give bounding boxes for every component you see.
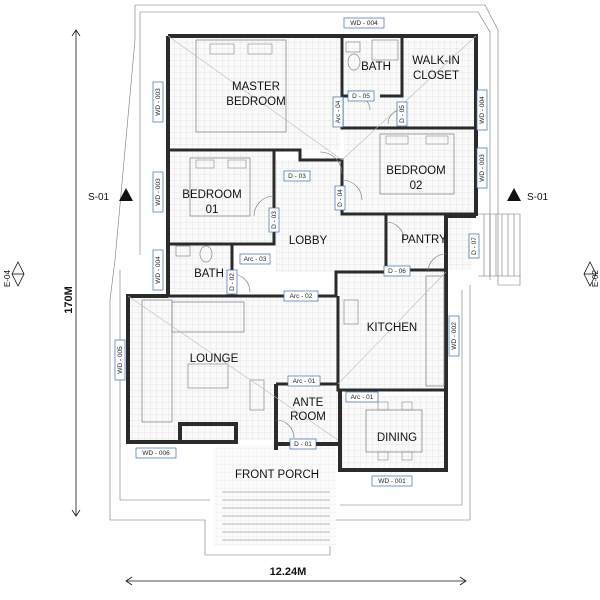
bath-fixtures <box>175 39 399 263</box>
svg-text:D - 03: D - 03 <box>271 211 278 229</box>
master-bedroom-label-1: MASTER <box>232 81 280 93</box>
svg-text:WD - 004: WD - 004 <box>155 256 162 284</box>
svg-text:WD - 003: WD - 003 <box>479 154 486 182</box>
bedroom-01-label-2: 01 <box>206 204 219 216</box>
tag-arc04: Arc - 04 <box>332 96 344 128</box>
svg-text:D - 07: D - 07 <box>471 237 478 255</box>
height-dimension: 170M <box>63 29 81 517</box>
dining-label: DINING <box>377 432 417 444</box>
tag-wd002: WD - 002 <box>448 315 460 357</box>
svg-text:D - 06: D - 06 <box>388 268 406 275</box>
svg-text:Arc - 01: Arc - 01 <box>293 378 316 385</box>
svg-text:Arc - 04: Arc - 04 <box>335 100 342 123</box>
svg-text:D - 05: D - 05 <box>352 93 370 100</box>
tag-d05-a: D - 05 <box>347 90 375 102</box>
svg-text:S-01: S-01 <box>527 192 549 203</box>
bath-left-label: BATH <box>194 268 224 280</box>
svg-text:12.24M: 12.24M <box>270 566 307 578</box>
svg-text:E-04: E-04 <box>3 270 12 287</box>
tag-d01: D - 01 <box>289 438 317 450</box>
tag-d05-b: D - 05 <box>396 101 408 127</box>
svg-text:D - 02: D - 02 <box>229 273 236 291</box>
tag-wd004-top: WD - 004 <box>343 17 385 29</box>
lobby-label: LOBBY <box>289 235 328 247</box>
bedroom01-bed <box>189 157 251 217</box>
pantry-label: PANTRY <box>401 234 447 246</box>
svg-text:D - 01: D - 01 <box>294 441 312 448</box>
kitchen-label: KITCHEN <box>367 322 417 334</box>
front-porch-label: FRONT PORCH <box>235 469 319 481</box>
tag-d03-a: D - 03 <box>283 170 311 182</box>
svg-text:D - 05: D - 05 <box>399 105 406 123</box>
svg-text:170M: 170M <box>63 286 75 314</box>
bedroom-02-label-1: BEDROOM <box>386 165 445 177</box>
tag-wd001: WD - 001 <box>371 475 413 487</box>
walk-in-closet-label-1: WALK-IN <box>412 55 460 67</box>
bedroom-02-label-2: 02 <box>410 180 423 192</box>
tag-arc01-a: Arc - 01 <box>287 375 321 387</box>
tag-d06: D - 06 <box>383 265 411 277</box>
elevation-marker-right: E-02 <box>583 261 600 287</box>
tag-wd006: WD - 006 <box>135 447 177 459</box>
svg-text:WD - 001: WD - 001 <box>378 478 406 485</box>
tag-arc02: Arc - 02 <box>283 290 319 302</box>
side-steps <box>478 213 521 277</box>
tag-d03-b: D - 03 <box>268 207 280 233</box>
svg-text:D - 04: D - 04 <box>337 189 344 207</box>
dining-table <box>365 401 423 461</box>
tag-wd003-left-mid: WD - 003 <box>152 171 164 213</box>
site-outline <box>109 4 521 556</box>
width-dimension: 12.24M <box>125 566 467 586</box>
tag-wd004-left: WD - 004 <box>152 249 164 291</box>
ante-room-label-2: ROOM <box>290 411 326 423</box>
tag-wd004-right: WD - 004 <box>476 89 488 131</box>
bath-top-label: BATH <box>361 61 391 73</box>
tag-arc03: Arc - 03 <box>239 253 271 265</box>
svg-text:WD - 006: WD - 006 <box>142 450 170 457</box>
svg-text:WD - 002: WD - 002 <box>451 322 458 350</box>
svg-text:Arc - 01: Arc - 01 <box>351 394 374 401</box>
lounge-sofa <box>141 299 265 423</box>
svg-text:Arc - 02: Arc - 02 <box>290 293 313 300</box>
tag-d02: D - 02 <box>226 269 238 295</box>
svg-text:WD - 004: WD - 004 <box>350 20 378 27</box>
svg-text:WD - 003: WD - 003 <box>155 178 162 206</box>
bedroom02-bed <box>379 133 455 195</box>
walk-in-closet-label-2: CLOSET <box>413 70 459 82</box>
svg-text:Arc - 03: Arc - 03 <box>244 256 267 263</box>
ante-room-label-1: ANTE <box>293 397 324 409</box>
svg-text:D - 03: D - 03 <box>288 173 306 180</box>
section-marker-right: S-01 <box>507 188 549 203</box>
svg-text:WD - 003: WD - 003 <box>155 88 162 116</box>
master-bed <box>195 39 287 133</box>
svg-text:WD - 005: WD - 005 <box>117 346 124 374</box>
kitchen-counter <box>343 275 445 387</box>
tag-arc01-b: Arc - 01 <box>345 391 379 403</box>
elevation-marker-left: E-04 <box>3 261 25 287</box>
tag-wd003-right: WD - 003 <box>476 147 488 189</box>
lounge-label: LOUNGE <box>190 353 239 365</box>
svg-text:S-01: S-01 <box>88 192 110 203</box>
tag-wd005: WD - 005 <box>114 339 126 381</box>
section-marker-left: S-01 <box>88 188 133 203</box>
svg-text:WD - 004: WD - 004 <box>479 96 486 124</box>
porch-steps <box>222 491 330 541</box>
master-bedroom-label-2: BEDROOM <box>226 96 285 108</box>
tag-wd003-left-top: WD - 003 <box>152 81 164 123</box>
tag-d07: D - 07 <box>468 233 480 259</box>
tag-d04: D - 04 <box>334 185 346 211</box>
bedroom-01-label-1: BEDROOM <box>182 189 241 201</box>
svg-text:E-02: E-02 <box>591 270 600 287</box>
